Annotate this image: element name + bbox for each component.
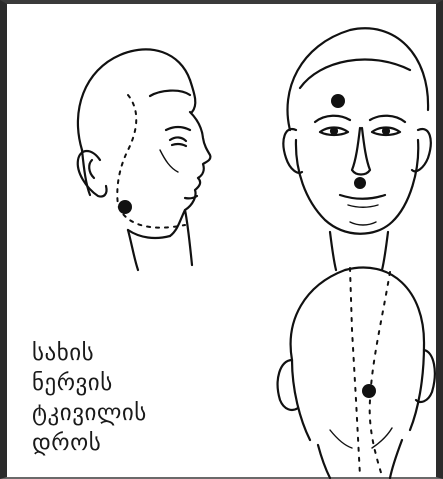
front-face [283, 28, 430, 270]
marker-point-nose [354, 177, 366, 189]
side-profile-head [78, 49, 211, 270]
caption-text: სახის ნერვის ტკივილის დროს [32, 338, 147, 458]
caption-line-3: ტკივილის [32, 398, 147, 428]
marker-point-neck [362, 384, 376, 398]
marker-point-jaw [118, 200, 132, 214]
marker-point-forehead [331, 94, 345, 108]
back-of-head [278, 267, 435, 478]
caption-line-1: სახის [32, 338, 147, 368]
caption-line-2: ნერვის [32, 368, 147, 398]
caption-line-4: დროს [32, 428, 147, 458]
